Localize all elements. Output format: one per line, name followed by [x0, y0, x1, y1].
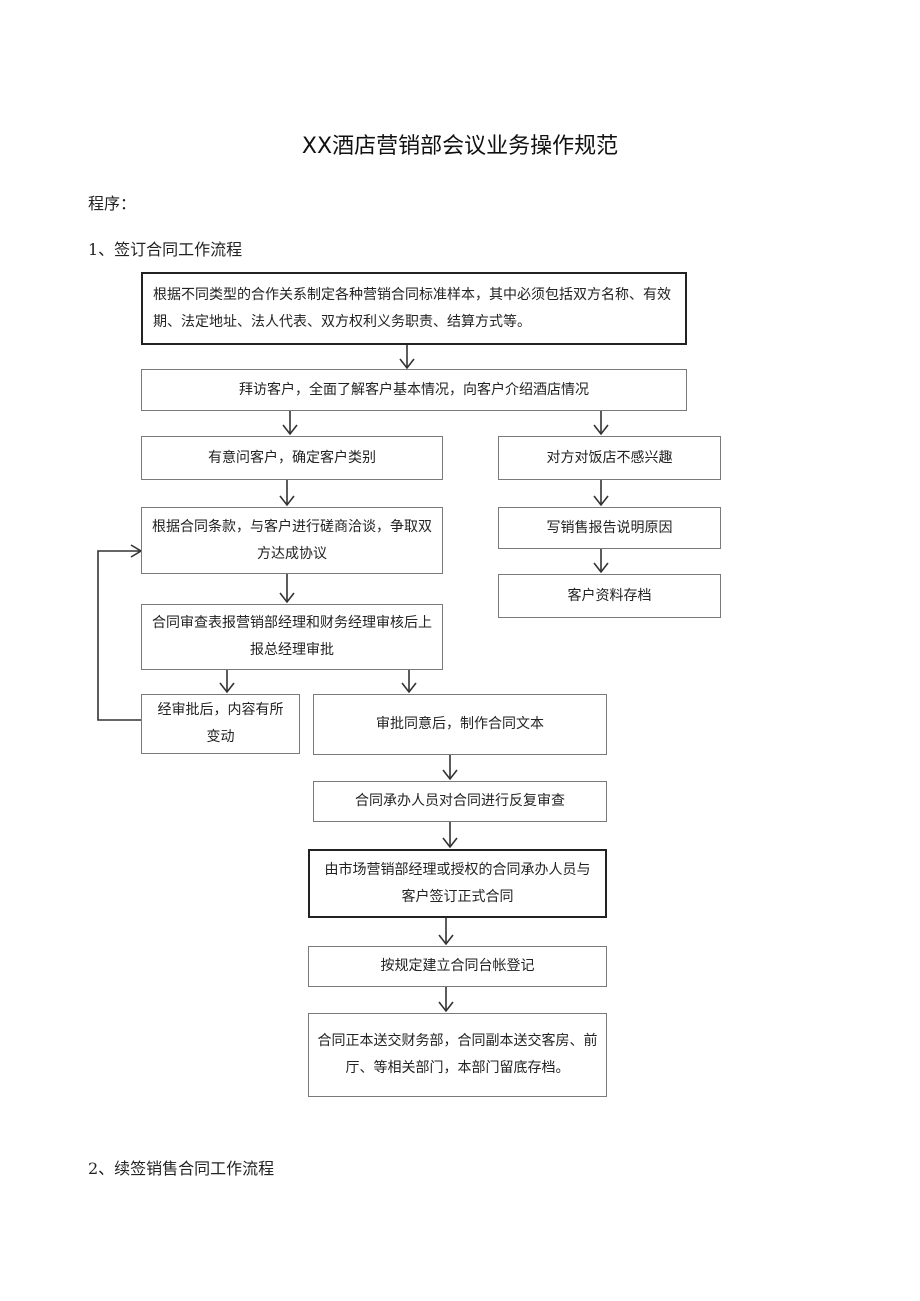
section-label: 程序：: [88, 194, 137, 213]
arrow-head: [399, 358, 415, 370]
node-prepare-template: 根据不同类型的合作关系制定各种营销合同标准样本，其中必须包括双方名称、有效期、法…: [141, 272, 687, 345]
node-review-approval-text: 合同审查表报营销部经理和财务经理审核后上报总经理审批: [152, 615, 432, 658]
node-sign-contract-text: 由市场营销部经理或授权的合同承办人员与客户签订正式合同: [324, 861, 591, 905]
node-interested-client-text: 有意问客户，确定客户类别: [208, 449, 376, 466]
node-register-ledger: 按规定建立合同台帐登记: [308, 946, 607, 987]
node-negotiate-text: 根据合同条款，与客户进行磋商洽谈，争取双方达成协议: [152, 518, 432, 562]
arrow-head: [442, 837, 458, 849]
node-repeated-review-text: 合同承办人员对合同进行反复审查: [355, 793, 565, 809]
node-interested-client: 有意问客户，确定客户类别: [141, 436, 443, 480]
node-content-changed: 经审批后，内容有所变动: [141, 694, 300, 754]
node-approved-draft: 审批同意后，制作合同文本: [313, 694, 607, 755]
arrow-head: [593, 562, 609, 574]
arrow-head: [593, 495, 609, 507]
node-distribute-copies-text: 合同正本送交财务部，合同副本送交客房、前厅、等相关部门，本部门留底存档。: [317, 1033, 598, 1076]
node-register-ledger-text: 按规定建立合同台帐登记: [380, 958, 535, 974]
arrow-head: [279, 592, 295, 604]
arrow-head: [219, 682, 235, 694]
node-archive-client: 客户资料存档: [498, 574, 721, 618]
arrow-head: [282, 424, 298, 436]
step2-heading: 2、续签销售合同工作流程: [88, 1159, 275, 1178]
node-approved-draft-text: 审批同意后，制作合同文本: [376, 716, 544, 732]
node-write-report-text: 写销售报告说明原因: [546, 519, 673, 536]
arrow-head: [442, 769, 458, 781]
feedback-loop-line: [97, 550, 141, 721]
node-prepare-template-text: 根据不同类型的合作关系制定各种营销合同标准样本，其中必须包括双方名称、有效期、法…: [153, 286, 671, 330]
arrow-head: [279, 495, 295, 507]
node-visit-client: 拜访客户，全面了解客户基本情况，向客户介绍酒店情况: [141, 369, 687, 411]
node-visit-client-text: 拜访客户，全面了解客户基本情况，向客户介绍酒店情况: [239, 381, 589, 398]
document-title: XX酒店营销部会议业务操作规范: [301, 134, 619, 159]
step1-heading: 1、签订合同工作流程: [88, 240, 243, 259]
node-sign-contract: 由市场营销部经理或授权的合同承办人员与客户签订正式合同: [308, 849, 607, 918]
arrow-head: [438, 1001, 454, 1013]
node-negotiate: 根据合同条款，与客户进行磋商洽谈，争取双方达成协议: [141, 507, 443, 574]
node-archive-client-text: 客户资料存档: [567, 587, 652, 604]
node-content-changed-text: 经审批后，内容有所变动: [157, 702, 284, 745]
node-distribute-copies: 合同正本送交财务部，合同副本送交客房、前厅、等相关部门，本部门留底存档。: [308, 1013, 607, 1097]
node-review-approval: 合同审查表报营销部经理和财务经理审核后上报总经理审批: [141, 604, 443, 670]
arrow-head: [593, 424, 609, 436]
node-write-report: 写销售报告说明原因: [498, 507, 721, 549]
node-repeated-review: 合同承办人员对合同进行反复审查: [313, 781, 607, 822]
arrow-head: [438, 934, 454, 946]
node-not-interested: 对方对饭店不感兴趣: [498, 436, 721, 480]
arrow-head: [401, 682, 417, 694]
node-not-interested-text: 对方对饭店不感兴趣: [546, 449, 673, 466]
